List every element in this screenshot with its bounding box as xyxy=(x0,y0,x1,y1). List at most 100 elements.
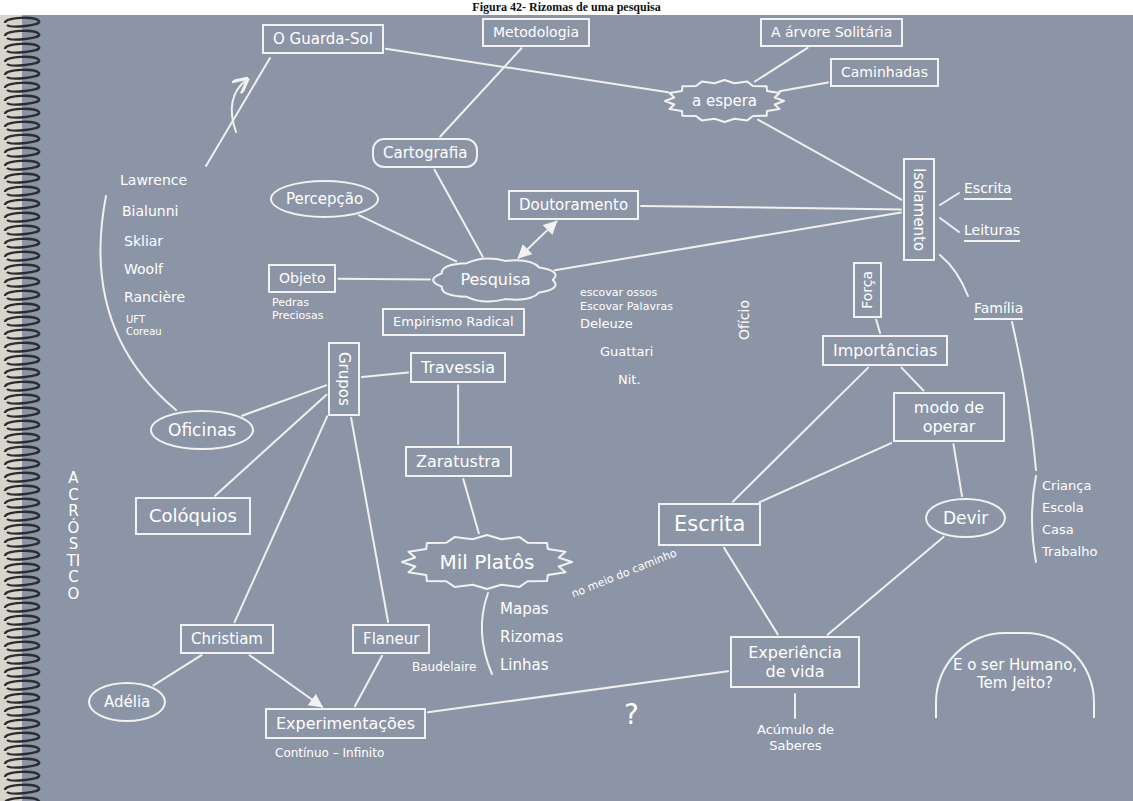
node-text: E o ser Humano, Tem Jeito? xyxy=(951,656,1079,692)
concept-box: Doutoramento xyxy=(508,190,639,220)
figure-caption: Figura 42- Rizomas de uma pesquisa xyxy=(0,0,1133,15)
concept-box: Cartografia xyxy=(372,138,478,168)
node-text: Escrita xyxy=(674,512,745,537)
note-label: Acúmulo de Saberes xyxy=(748,722,843,753)
concept-oval: Devir xyxy=(925,498,1006,538)
concept-box: Christiam xyxy=(180,624,274,654)
author-name: Skliar xyxy=(124,233,163,250)
connector-line xyxy=(954,444,963,496)
note-label: Leituras xyxy=(964,222,1020,242)
connector-line xyxy=(154,655,202,685)
connector-line xyxy=(457,385,459,444)
connector-line xyxy=(902,368,924,391)
node-text: Doutoramento xyxy=(519,196,628,214)
connector-line xyxy=(733,368,868,502)
connector-line xyxy=(755,48,808,82)
node-text: Devir xyxy=(943,508,988,528)
author-name: Bialunni xyxy=(122,203,178,220)
author-name: Lawrence xyxy=(120,172,187,189)
connector-line xyxy=(242,385,326,415)
connector-line xyxy=(250,655,322,707)
node-text: Zaratustra xyxy=(416,452,501,471)
concept-cloud: Pesquisa xyxy=(432,258,559,302)
note-label: Linhas xyxy=(500,656,549,674)
node-text: A árvore Solitária xyxy=(771,24,892,41)
node-text: modo de operar xyxy=(904,398,994,436)
author-name: Deleuze xyxy=(580,316,633,332)
connector-line xyxy=(435,170,483,257)
burst-outline xyxy=(402,535,572,589)
concept-box: Travessia xyxy=(410,352,506,383)
concept-box: Empirismo Radical xyxy=(382,308,525,336)
leader-line xyxy=(794,694,796,718)
note-label: ? xyxy=(624,698,639,732)
note-label: Ofício xyxy=(736,300,753,340)
node-text: Objeto xyxy=(279,270,325,287)
author-name: Rancière xyxy=(124,289,185,306)
connector-line xyxy=(780,83,829,92)
concept-burst: a espera xyxy=(665,80,784,122)
concept-box: Força xyxy=(853,262,882,318)
connector-line xyxy=(428,671,728,712)
concept-oval: Percepção xyxy=(270,180,379,218)
note-label: Família xyxy=(974,300,1023,320)
concept-box: Grupos xyxy=(328,342,360,416)
note-label: Mapas xyxy=(500,600,549,618)
node-text: Travessia xyxy=(421,358,495,377)
note-label: Rizomas xyxy=(500,628,563,646)
node-text: Importâncias xyxy=(833,341,937,360)
leader-line xyxy=(940,255,968,296)
node-text: Força xyxy=(859,271,876,309)
concept-box: Isolamento xyxy=(903,158,935,261)
leader-line xyxy=(206,58,270,166)
node-text: Experiência de vida xyxy=(738,643,852,681)
concept-box: Experimentações xyxy=(265,708,426,739)
curved-arrow xyxy=(232,80,246,132)
connector-line xyxy=(339,278,431,281)
connector-line xyxy=(724,548,778,634)
concept-box: Colóquios xyxy=(135,497,251,535)
connector-line xyxy=(519,221,557,258)
node-text: Pesquisa xyxy=(460,270,530,289)
concept-box: Metodologia xyxy=(482,18,590,47)
author-name: Nit. xyxy=(618,372,641,388)
concept-box: O Guarda-Sol xyxy=(262,24,384,54)
cloud-outline xyxy=(433,259,555,302)
concept-box: Objeto xyxy=(268,264,336,293)
spiral-binding xyxy=(0,15,46,801)
note-label: UFT Coreau xyxy=(126,314,172,338)
note-label: no meio do caminho xyxy=(570,546,679,600)
connector-line xyxy=(355,656,382,706)
author-name: Guattari xyxy=(600,344,653,360)
leader-line xyxy=(940,218,959,232)
concept-burst: Mil Platôs xyxy=(402,535,572,589)
node-text: Cartografia xyxy=(383,144,467,162)
node-text: a espera xyxy=(692,92,757,110)
node-text: Adélia xyxy=(104,693,150,711)
connector-line xyxy=(555,213,901,271)
node-text: Percepção xyxy=(286,190,363,208)
connector-line xyxy=(641,206,901,210)
concept-box: Escrita xyxy=(658,503,761,546)
node-text: Experimentações xyxy=(276,714,415,733)
node-text: Oficinas xyxy=(168,420,236,440)
note-label: Escrita xyxy=(964,180,1012,200)
note-label: Pedras Preciosas xyxy=(272,296,334,322)
node-text: Mil Platôs xyxy=(439,550,534,574)
concept-box: Caminhadas xyxy=(830,58,939,87)
connector-line xyxy=(235,416,328,622)
note-label: Escovar Palavras xyxy=(580,300,673,313)
leader-line xyxy=(940,193,959,205)
author-name: Woolf xyxy=(124,261,163,278)
node-text: Christiam xyxy=(191,630,263,648)
bracket-curve xyxy=(482,593,492,674)
node-text: Grupos xyxy=(335,352,353,406)
connector-line xyxy=(359,215,457,261)
note-label: Trabalho xyxy=(1042,544,1097,560)
bracket-curve xyxy=(1032,476,1036,562)
node-text: Isolamento xyxy=(910,168,928,251)
concept-box: Flaneur xyxy=(352,624,430,654)
connector-line xyxy=(876,320,880,333)
